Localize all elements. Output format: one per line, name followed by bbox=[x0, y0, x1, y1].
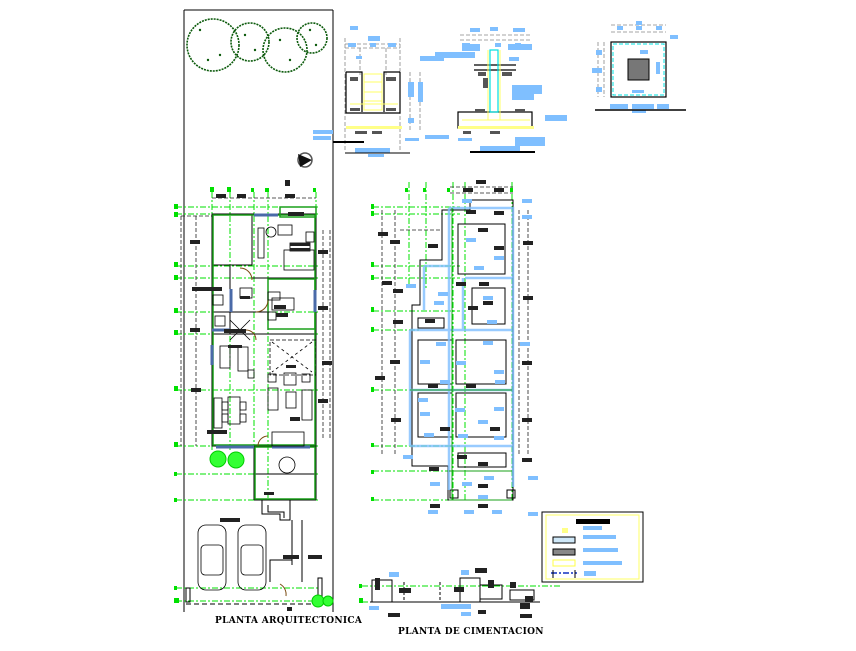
plan-title-architectural: PLANTA ARQUITECTONICA bbox=[215, 616, 363, 626]
legend-entry-hatch-light bbox=[552, 535, 616, 544]
garden-plants-icon bbox=[209, 450, 334, 608]
foundation-grade-beams bbox=[410, 208, 512, 501]
furniture bbox=[197, 224, 317, 591]
architectural-plan bbox=[174, 180, 334, 611]
foundation-section-strip bbox=[359, 568, 560, 618]
footing-section-2 bbox=[420, 27, 567, 153]
plan-title-foundation: PLANTA DE CIMENTACION bbox=[398, 627, 544, 637]
lot-outline bbox=[183, 9, 334, 612]
tree-cluster-icon bbox=[186, 18, 328, 73]
doors bbox=[239, 267, 287, 597]
legend-entry-blue-dash-dot bbox=[551, 570, 596, 578]
footing-section-1 bbox=[313, 26, 423, 157]
legend-entry-yellow-line bbox=[552, 559, 622, 567]
foundation-plan bbox=[371, 180, 538, 516]
windows bbox=[210, 213, 317, 449]
legend-box bbox=[541, 511, 644, 583]
legend-title-block bbox=[576, 519, 610, 524]
axis-markers bbox=[174, 187, 316, 603]
foundation-callouts bbox=[403, 199, 538, 516]
legend-swatch-yellow bbox=[562, 528, 568, 533]
room-labels bbox=[190, 180, 332, 611]
dimension-lines bbox=[180, 197, 331, 446]
foundation-labels bbox=[375, 180, 533, 508]
footing-plan-detail bbox=[592, 21, 686, 113]
tree-texture bbox=[198, 28, 318, 62]
north-arrow-icon bbox=[297, 152, 313, 168]
foundation-dimension-lines bbox=[381, 186, 529, 455]
walls bbox=[185, 213, 330, 605]
footing-hatch bbox=[408, 206, 515, 490]
legend-entry-hatch-dense bbox=[552, 548, 618, 556]
